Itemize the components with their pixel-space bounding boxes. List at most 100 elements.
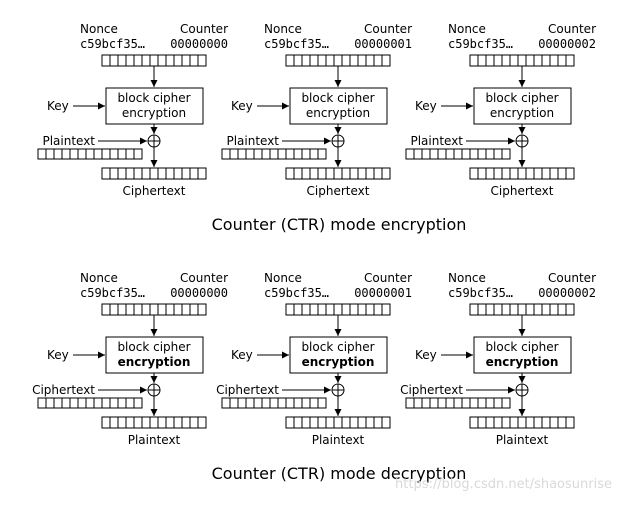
input-label: Ciphertext — [400, 383, 463, 397]
bit-cell — [109, 303, 119, 316]
input-register — [405, 148, 511, 160]
bit-cell — [141, 167, 151, 180]
bit-cell — [293, 54, 303, 67]
bit-cell — [525, 167, 535, 180]
bit-cell — [309, 397, 319, 409]
bit-cell — [93, 397, 103, 409]
bit-cell — [293, 167, 303, 180]
encryption-label: encryption — [302, 355, 375, 369]
bit-cell — [381, 54, 391, 67]
bit-cell — [501, 397, 511, 409]
output-register — [469, 416, 575, 429]
input-label: Ciphertext — [32, 383, 95, 397]
nonce-value: c59bcf35… — [448, 286, 513, 300]
key-label: Key — [415, 348, 437, 362]
bit-cell — [501, 416, 511, 429]
nonce-counter-register — [285, 54, 391, 67]
bit-cell — [533, 416, 543, 429]
bit-cell — [317, 303, 327, 316]
counter-value: 00000001 — [354, 37, 412, 51]
bit-cell — [373, 416, 383, 429]
bit-cell — [133, 303, 143, 316]
bit-cell — [197, 303, 207, 316]
bit-cell — [469, 148, 479, 160]
bit-cell — [277, 148, 287, 160]
bit-cell — [93, 148, 103, 160]
bit-cell — [141, 303, 151, 316]
bit-cell — [317, 416, 327, 429]
bit-cell — [333, 416, 343, 429]
bit-cell — [493, 303, 503, 316]
bit-cell — [189, 167, 199, 180]
bit-cell — [477, 303, 487, 316]
bit-cell — [485, 54, 495, 67]
bit-cell — [549, 54, 559, 67]
nonce-label: Nonce — [80, 271, 118, 285]
bit-cell — [477, 54, 487, 67]
bit-cell — [109, 54, 119, 67]
output-register — [101, 416, 207, 429]
input-register — [37, 397, 143, 409]
bit-cell — [61, 397, 71, 409]
bit-cell — [509, 303, 519, 316]
bit-cell — [45, 397, 55, 409]
bit-cell — [285, 54, 295, 67]
bit-cell — [133, 54, 143, 67]
bit-cell — [269, 148, 279, 160]
section-caption: Counter (CTR) mode decryption — [212, 464, 467, 483]
bit-cell — [117, 54, 127, 67]
bit-cell — [557, 416, 567, 429]
bit-cell — [101, 303, 111, 316]
bit-cell — [517, 167, 527, 180]
bit-cell — [493, 397, 503, 409]
encryption-label: encryption — [486, 355, 559, 369]
bit-cell — [85, 148, 95, 160]
bit-cell — [517, 303, 527, 316]
bit-cell — [157, 303, 167, 316]
bit-cell — [461, 397, 471, 409]
bit-cell — [69, 397, 79, 409]
bit-cell — [309, 416, 319, 429]
bit-cell — [189, 303, 199, 316]
bit-cell — [469, 167, 479, 180]
bit-cell — [165, 167, 175, 180]
counter-label: Counter — [180, 22, 228, 36]
watermark-text: https://blog.csdn.net/shaosunrise — [395, 477, 612, 492]
bit-cell — [557, 167, 567, 180]
counter-value: 00000001 — [354, 286, 412, 300]
bit-cell — [149, 303, 159, 316]
bit-cell — [133, 397, 143, 409]
xor-icon — [331, 383, 345, 397]
bit-cell — [317, 148, 327, 160]
bit-cell — [533, 54, 543, 67]
input-label: Plaintext — [42, 134, 95, 148]
block-cipher-label: block cipher — [301, 340, 374, 354]
bit-cell — [109, 167, 119, 180]
bit-cell — [285, 148, 295, 160]
bit-cell — [301, 397, 311, 409]
bit-cell — [133, 148, 143, 160]
bit-cell — [477, 148, 487, 160]
bit-cell — [253, 397, 263, 409]
block-cipher-label: block cipher — [117, 340, 190, 354]
bit-cell — [381, 416, 391, 429]
bit-cell — [237, 148, 247, 160]
bit-cell — [373, 167, 383, 180]
bit-cell — [453, 148, 463, 160]
bit-cell — [117, 416, 127, 429]
bit-cell — [285, 167, 295, 180]
bit-cell — [549, 167, 559, 180]
counter-label: Counter — [180, 271, 228, 285]
key-label: Key — [47, 99, 69, 113]
bit-cell — [333, 54, 343, 67]
nonce-counter-register — [101, 54, 207, 67]
nonce-counter-register — [469, 303, 575, 316]
bit-cell — [373, 303, 383, 316]
bit-cell — [165, 303, 175, 316]
bit-cell — [325, 54, 335, 67]
bit-cell — [69, 148, 79, 160]
